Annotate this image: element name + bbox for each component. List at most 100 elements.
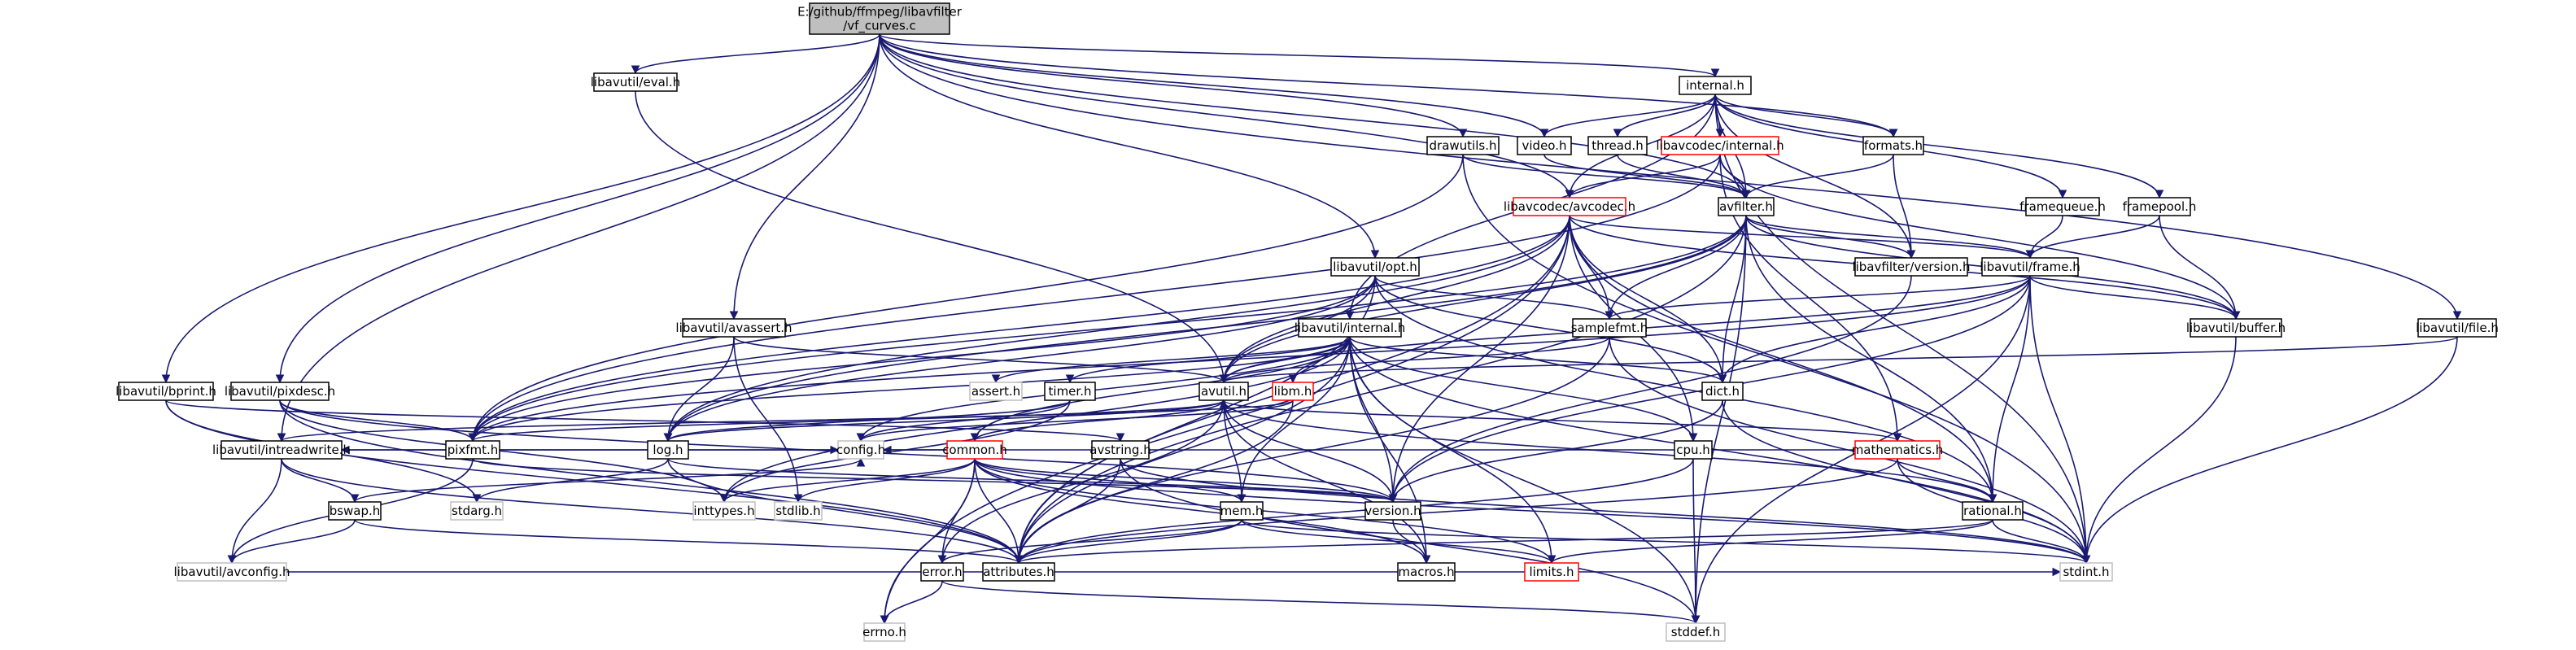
node-label: stddef.h bbox=[1671, 625, 1720, 639]
node-config[interactable]: config.h bbox=[836, 440, 885, 460]
node-video[interactable]: video.h bbox=[1517, 136, 1572, 155]
node-box bbox=[450, 501, 504, 521]
edge-frame-to-dict bbox=[1718, 275, 2031, 384]
node-box bbox=[682, 318, 786, 338]
node-framequeue[interactable]: framequeue.h bbox=[2019, 197, 2106, 216]
edge-root-to-avassert bbox=[729, 33, 880, 321]
node-drawutils[interactable]: drawutils.h bbox=[1426, 136, 1500, 155]
node-box bbox=[593, 72, 678, 92]
node-box bbox=[946, 440, 1003, 460]
edge-root-to-pixdesc bbox=[275, 33, 880, 384]
node-label: E:/github/ffmpeg/libavfilter bbox=[797, 5, 963, 20]
node-attributes[interactable]: attributes.h bbox=[982, 562, 1055, 582]
node-stdlib[interactable]: stdlib.h bbox=[774, 501, 823, 521]
node-avassert[interactable]: libavutil/avassert.h bbox=[675, 318, 792, 338]
node-box bbox=[647, 440, 689, 460]
node-label: stdint.h bbox=[2063, 565, 2109, 579]
edge-lavc_internal-to-avcodec bbox=[1565, 154, 1721, 199]
node-pixfmt[interactable]: pixfmt.h bbox=[445, 440, 500, 460]
edge-avfilter-to-stddef bbox=[1691, 215, 1747, 625]
node-avconfig[interactable]: libavutil/avconfig.h bbox=[174, 562, 290, 582]
node-buffer[interactable]: libavutil/buffer.h bbox=[2186, 318, 2286, 338]
node-version[interactable]: version.h bbox=[1364, 501, 1421, 521]
edge-avassert-to-avutil bbox=[733, 336, 1229, 384]
edge-bswap-to-attributes bbox=[354, 519, 1024, 565]
node-rational[interactable]: rational.h bbox=[1962, 501, 2024, 521]
node-thread[interactable]: thread.h bbox=[1587, 136, 1648, 155]
node-box bbox=[969, 382, 1023, 401]
node-libm[interactable]: libm.h bbox=[1272, 382, 1314, 401]
node-mem[interactable]: mem.h bbox=[1220, 501, 1264, 521]
node-lavu-internal[interactable]: libavutil/internal.h bbox=[1295, 318, 1406, 338]
node-avfilter[interactable]: avfilter.h bbox=[1718, 197, 1775, 216]
edge-common-to-errno bbox=[880, 458, 976, 625]
node-box bbox=[220, 440, 343, 460]
edge-libm-to-intreadwrite bbox=[277, 399, 1294, 443]
node-internal[interactable]: internal.h bbox=[1679, 76, 1752, 95]
node-box bbox=[920, 562, 964, 582]
node-label: formats.h bbox=[1864, 138, 1923, 153]
edge-mathematics-to-rational bbox=[1897, 458, 1997, 504]
node-intreadwrite[interactable]: libavutil/intreadwrite.h bbox=[212, 440, 351, 460]
node-pixdesc[interactable]: libavutil/pixdesc.h bbox=[225, 382, 335, 401]
edge-avfilter-to-pixfmt bbox=[468, 215, 1747, 443]
node-box bbox=[1661, 136, 1779, 155]
node-label: libavutil/avassert.h bbox=[675, 321, 792, 335]
node-label: pixfmt.h bbox=[448, 443, 499, 457]
node-box bbox=[1718, 197, 1775, 216]
node-frame[interactable]: libavutil/frame.h bbox=[1980, 257, 2080, 277]
node-lavc-internal[interactable]: libavcodec/internal.h bbox=[1656, 136, 1784, 155]
node-box bbox=[328, 501, 382, 521]
node-label: mathematics.h bbox=[1852, 443, 1944, 457]
node-box bbox=[1091, 440, 1150, 460]
node-stddef[interactable]: stddef.h bbox=[1666, 622, 1726, 642]
node-cpu[interactable]: cpu.h bbox=[1674, 440, 1713, 460]
node-stdarg[interactable]: stdarg.h bbox=[450, 501, 504, 521]
edge-avfilter-to-samplefmt bbox=[1605, 215, 1747, 321]
node-avcodec[interactable]: libavcodec/avcodec.h bbox=[1504, 197, 1635, 216]
node-common[interactable]: common.h bbox=[942, 440, 1007, 460]
node-label: stdlib.h bbox=[775, 504, 820, 518]
node-eval[interactable]: libavutil/eval.h bbox=[591, 72, 680, 92]
node-assert[interactable]: assert.h bbox=[969, 382, 1023, 401]
node-box bbox=[692, 501, 756, 521]
edge-error-to-stddef bbox=[941, 580, 1701, 625]
node-label: timer.h bbox=[1049, 384, 1092, 399]
node-dict[interactable]: dict.h bbox=[1701, 382, 1744, 401]
node-macros[interactable]: macros.h bbox=[1397, 562, 1456, 582]
node-limits[interactable]: limits.h bbox=[1524, 562, 1579, 582]
node-label: libavfilter/version.h bbox=[1852, 260, 1970, 274]
edge-root-to-intreadwrite bbox=[277, 33, 880, 443]
node-framepool[interactable]: framepool.h bbox=[2123, 197, 2197, 216]
edge-internal-to-formats bbox=[1714, 94, 1898, 138]
node-log[interactable]: log.h bbox=[647, 440, 689, 460]
node-avutil[interactable]: avutil.h bbox=[1198, 382, 1249, 401]
edge-root-to-video bbox=[879, 33, 1549, 138]
node-box bbox=[1701, 382, 1744, 401]
node-label: avstring.h bbox=[1089, 443, 1150, 457]
node-inttypes[interactable]: inttypes.h bbox=[692, 501, 756, 521]
node-box bbox=[1198, 382, 1249, 401]
node-error[interactable]: error.h bbox=[920, 562, 964, 582]
node-mathematics[interactable]: mathematics.h bbox=[1852, 440, 1944, 460]
node-stdint[interactable]: stdint.h bbox=[2059, 562, 2113, 582]
node-file[interactable]: libavutil/file.h bbox=[2416, 318, 2499, 338]
node-box bbox=[1426, 136, 1500, 155]
node-root[interactable]: E:/github/ffmpeg/libavfilter/vf_curves.c bbox=[797, 2, 963, 35]
node-box bbox=[1862, 136, 1924, 155]
edge-buffer-to-stdint bbox=[2081, 336, 2237, 565]
node-label: libavcodec/internal.h bbox=[1656, 138, 1784, 153]
node-samplefmt[interactable]: samplefmt.h bbox=[1571, 318, 1648, 338]
node-opt[interactable]: libavutil/opt.h bbox=[1330, 257, 1420, 277]
node-label: framequeue.h bbox=[2019, 199, 2106, 214]
edge-dict-to-version bbox=[1388, 399, 1723, 504]
node-box bbox=[177, 562, 287, 582]
node-bprint[interactable]: libavutil/bprint.h bbox=[116, 382, 216, 401]
node-avstring[interactable]: avstring.h bbox=[1089, 440, 1151, 460]
node-errno[interactable]: errno.h bbox=[862, 622, 906, 642]
node-formats[interactable]: formats.h bbox=[1862, 136, 1924, 155]
node-timer[interactable]: timer.h bbox=[1044, 382, 1096, 401]
node-box bbox=[1666, 622, 1726, 642]
node-bswap[interactable]: bswap.h bbox=[328, 501, 382, 521]
node-lavfi-version[interactable]: libavfilter/version.h bbox=[1852, 257, 1971, 277]
